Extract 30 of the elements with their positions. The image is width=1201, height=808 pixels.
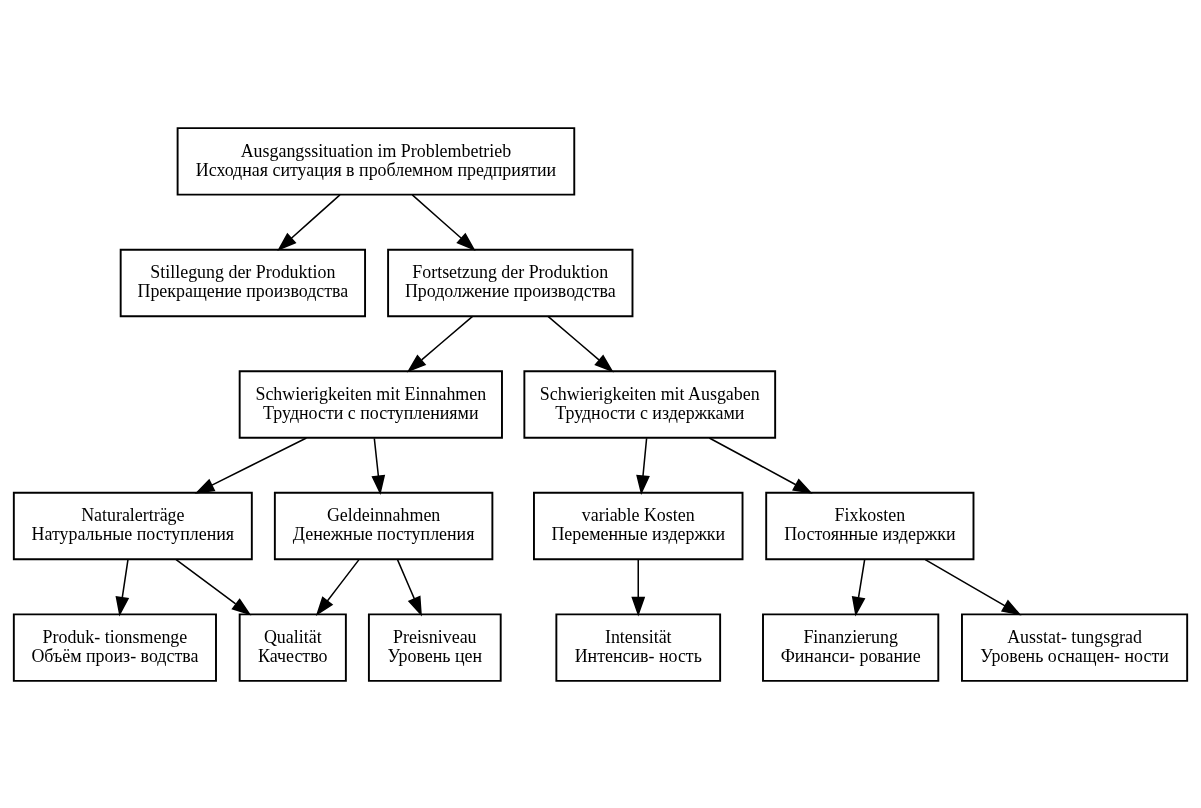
arrow <box>396 558 422 616</box>
node-box: Preisniveau Уровень цен <box>367 612 502 682</box>
arrow <box>851 558 866 617</box>
arrow <box>406 315 474 372</box>
arrow <box>708 436 813 494</box>
arrow <box>371 437 386 495</box>
node-box: Ausstat- tungsgrad Уровень оснащен- ности <box>961 612 1189 682</box>
arrow <box>411 193 476 251</box>
node-box: variable Kosten Переменные издержки <box>533 491 744 560</box>
arrow <box>636 437 650 495</box>
arrow <box>194 436 308 494</box>
arrow <box>175 558 252 615</box>
node-box: Ausgangssituation im Problembetrieb Исходная ситуация в проблемном предприятии <box>176 126 576 196</box>
node-box: Schwierigkeiten mit Einnahmen Трудности с поступлениями <box>238 369 503 439</box>
node-box: Geldeinnahmen Денежные поступления <box>273 491 494 560</box>
node-box: Schwierigkeiten mit Ausgaben Трудности с издержками <box>523 369 777 439</box>
arrow <box>631 558 646 617</box>
arrow <box>924 558 1022 615</box>
arrow <box>277 193 341 251</box>
node-box: Finanzierung Финанси- рование <box>762 612 940 682</box>
arrow <box>547 315 614 372</box>
node-box: Fortsetzung der Produktion Продолжение производства <box>387 248 634 317</box>
arrow <box>315 558 360 616</box>
node-box: Qualität Качество <box>238 612 347 682</box>
node-box: Stillegung der Produktion Прекращение производства <box>119 248 366 317</box>
node-box: Intensität Интенсив- ность <box>555 612 722 682</box>
arrow <box>115 558 130 617</box>
node-box: Fixkosten Постоянные издержки <box>765 491 975 560</box>
node-box: Naturalerträge Натуральные поступления <box>12 491 253 560</box>
node-box: Produk- tionsmenge Объём произ- водства <box>12 612 217 682</box>
